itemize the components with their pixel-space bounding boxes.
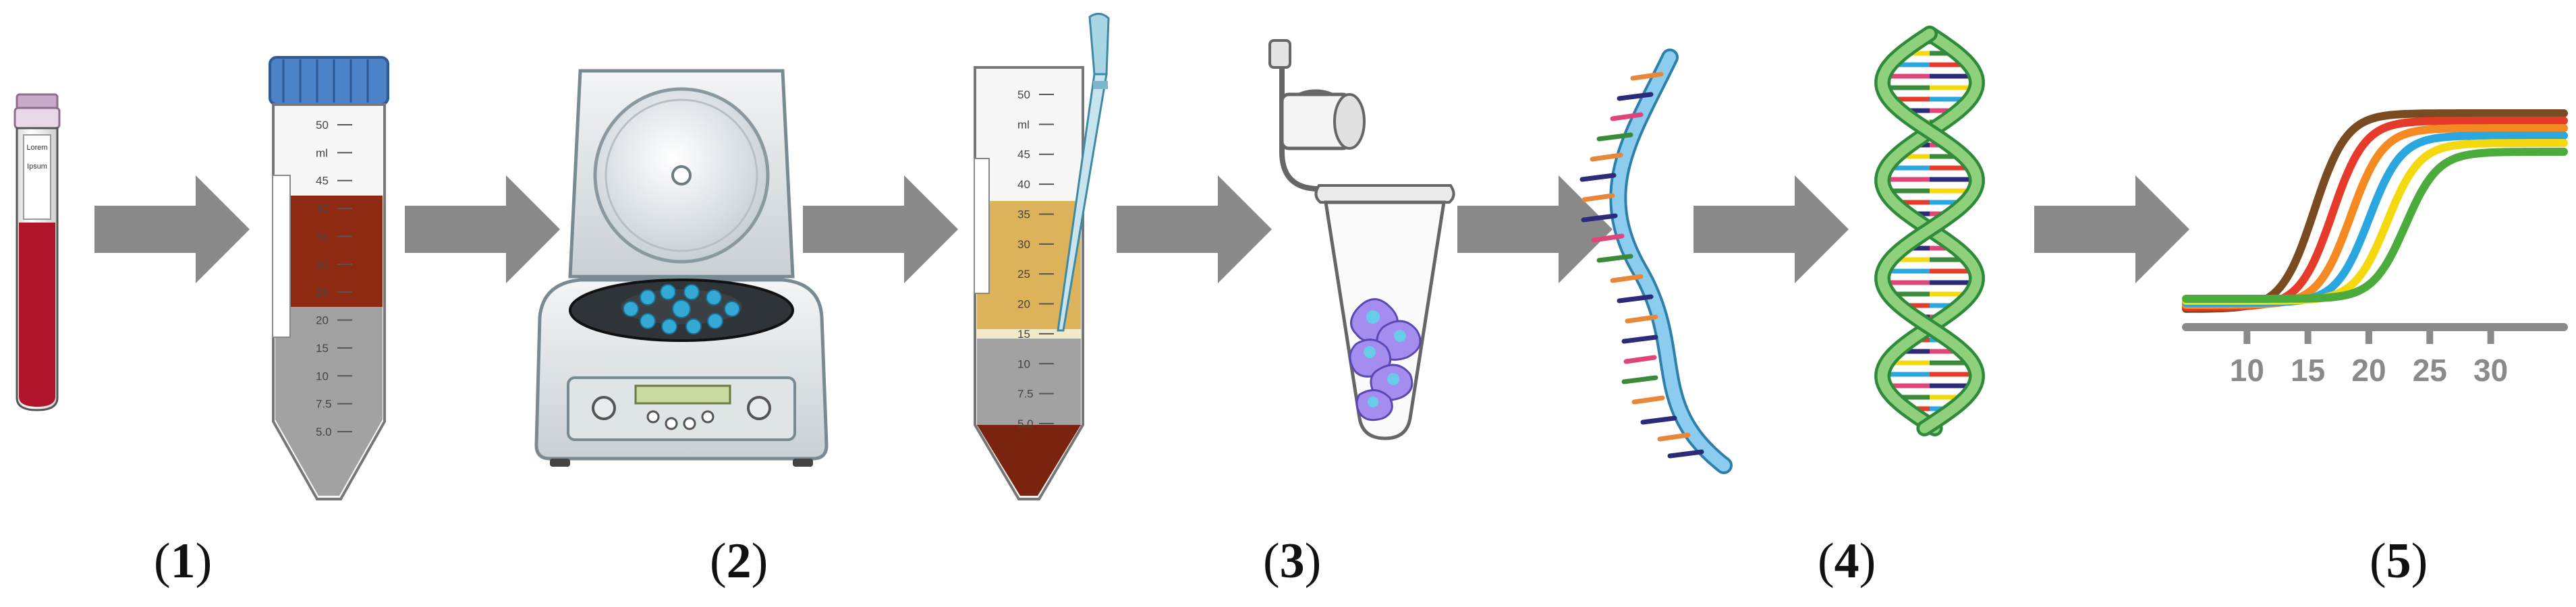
rna-base <box>1667 449 1704 459</box>
scale-label: 10 <box>316 370 329 382</box>
rna-base <box>1640 415 1677 425</box>
axis-tick-label: 30 <box>2473 353 2508 388</box>
rna-base <box>1621 335 1658 344</box>
arrow-4 <box>1117 175 1272 283</box>
scale-label: 35 <box>316 230 329 243</box>
arrow-1 <box>94 175 250 283</box>
rna-base <box>1596 254 1633 263</box>
step-label-5: (5) <box>2370 533 2428 589</box>
scale-label: 5.0 <box>1017 417 1034 430</box>
axis-tick-label: 25 <box>2413 353 2447 388</box>
scale-label: 7.5 <box>316 398 332 411</box>
tube-label-bottom: Ipsum <box>27 163 47 171</box>
microcentrifuge-tube-rna <box>1268 39 1455 440</box>
rna-base <box>1630 71 1664 81</box>
scale-label: 30 <box>316 258 329 271</box>
rna-base <box>1596 132 1633 142</box>
rna-base <box>1581 213 1618 223</box>
scale-label: 45 <box>316 175 329 187</box>
axis-tick-label: 15 <box>2291 353 2325 388</box>
rna-base <box>1623 355 1657 364</box>
arrow-5 <box>1457 175 1613 283</box>
scale-label: 15 <box>316 342 329 355</box>
arrow-6 <box>1693 175 1849 283</box>
rna-base <box>1579 173 1617 182</box>
rna-base <box>1617 294 1654 304</box>
axis-tick-label: 10 <box>2230 353 2264 388</box>
scale-label: 20 <box>316 314 329 327</box>
step-label-1: (1) <box>154 533 213 589</box>
rna-base <box>1657 432 1691 442</box>
step-label-2: (2) <box>710 533 768 589</box>
scale-label: 40 <box>1017 178 1030 191</box>
dna-strand-b-highlight <box>1877 28 1982 434</box>
scale-label: 25 <box>316 286 329 299</box>
rna-base <box>1610 112 1644 121</box>
scale-label: 15 <box>1017 328 1030 341</box>
rna-base <box>1631 395 1665 405</box>
conical-tube-whole-blood: 50 ml 45 40 35 30 25 20 15 10 7.5 5.0 <box>269 56 389 500</box>
step-label-3: (3) <box>1263 533 1322 589</box>
scale-label: 35 <box>1017 208 1030 221</box>
rna-base <box>1617 92 1654 101</box>
scale-label: 7.5 <box>1017 388 1034 401</box>
scale-label: ml <box>316 146 328 159</box>
blood-collection-tube: Lorem Ipsum <box>13 93 61 411</box>
scale-label: 5.0 <box>316 426 332 438</box>
pipette <box>1057 13 1110 332</box>
tube-label-top: Lorem <box>26 144 47 152</box>
scale-label: 50 <box>1017 88 1030 101</box>
rna-base <box>1625 314 1658 324</box>
dna-double-helix <box>1874 26 1985 436</box>
scale-label: ml <box>1017 118 1030 131</box>
scale-label: 50 <box>316 119 329 132</box>
rna-strand <box>1579 49 1733 474</box>
separated-plasma-tube: 50 ml 45 40 35 30 25 20 15 10 7.5 5.0 <box>974 13 1110 500</box>
rna-base <box>1590 152 1623 162</box>
arrow-3 <box>803 175 958 283</box>
rna-base <box>1610 274 1644 283</box>
arrow-7 <box>2034 175 2189 283</box>
centrifuge <box>534 69 829 467</box>
rna-base <box>1621 375 1658 384</box>
scale-label: 45 <box>1017 148 1030 161</box>
scale-label: 30 <box>1017 238 1030 251</box>
amplification-curve <box>2182 148 2568 303</box>
scale-label: 20 <box>1017 298 1030 311</box>
qpcr-amplification-plot: 10 15 20 25 30 <box>2182 109 2568 388</box>
scale-label: 40 <box>316 202 329 215</box>
arrow-2 <box>405 175 560 283</box>
scale-label: 10 <box>1017 357 1030 370</box>
rna-base <box>1591 233 1625 243</box>
step-label-4: (4) <box>1818 533 1876 589</box>
axis-tick-label: 20 <box>2351 353 2386 388</box>
rna-base <box>1581 193 1615 202</box>
blood-fill <box>19 223 55 407</box>
scale-label: 25 <box>1017 268 1030 281</box>
